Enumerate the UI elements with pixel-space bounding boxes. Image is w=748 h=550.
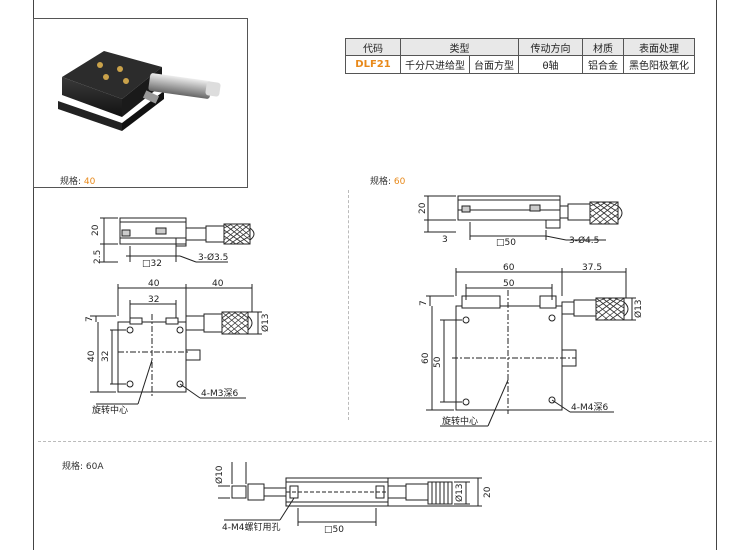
section-divider-vertical (348, 190, 349, 420)
dim-60a-sq50: □50 (324, 525, 344, 535)
dim-60a-hole: 4-M4螺钉用孔 (222, 522, 280, 533)
spec-table-row: DLF21 千分尺进给型 台面方型 θ轴 铝合金 黑色阳极氧化 (345, 55, 695, 74)
dim-40-top-h32: 32 (101, 351, 111, 362)
drawing-60-side-labels: 20 3 □50 3-Ø4.5 (418, 202, 599, 248)
dim-40-top-center: 旋转中心 (92, 404, 128, 416)
drawing-40-side-labels: 20 2.5 □32 3-Ø3.5 (91, 224, 228, 269)
dim-40-top-d13: Ø13 (260, 313, 271, 332)
dim-40-top-w40b: 40 (212, 279, 224, 289)
drawing-60a (218, 462, 482, 526)
dim-60-side-h3: 3 (442, 235, 448, 245)
header-type: 类型 (400, 38, 519, 56)
drawing-60a-labels: Ø10 Ø13 20 □50 4-M4螺钉用孔 (214, 465, 493, 535)
cell-type-a: 千分尺进给型 (400, 55, 470, 74)
drawing-60-side (424, 195, 623, 241)
spec-label-40: 规格: 40 (60, 177, 96, 187)
dim-60a-d13: Ø13 (454, 483, 465, 502)
dim-40-top-h40: 40 (87, 350, 97, 362)
dim-40-top-w40a: 40 (148, 279, 160, 289)
spec-label-60a: 规格: 60A (62, 462, 104, 472)
drawing-40-top (90, 284, 262, 405)
dim-40-side-sq32: □32 (142, 259, 162, 269)
dim-60-top-h7: 7 (419, 300, 429, 306)
dim-60a-d10: Ø10 (214, 465, 225, 484)
drawing-60-top (426, 268, 636, 427)
product-photo-box (33, 18, 248, 188)
dim-60-top-mhole: 4-M4深6 (571, 402, 608, 413)
spec-label-60: 规格: 60 (370, 177, 406, 187)
dim-40-side-hole: 3-Ø3.5 (198, 252, 228, 263)
dim-60-side-hole: 3-Ø4.5 (569, 235, 599, 246)
header-surface: 表面处理 (623, 38, 695, 56)
dim-60-top-w50: 50 (503, 279, 515, 289)
dim-40-top-mhole: 4-M3深6 (201, 388, 238, 399)
dim-40-top-h7: 7 (85, 316, 95, 322)
product-photo (58, 51, 221, 131)
drawing-40-side (100, 217, 255, 263)
dim-60-top-h50: 50 (433, 356, 443, 368)
dim-60-top-d13: Ø13 (633, 299, 644, 318)
dim-60-top-h60: 60 (421, 352, 431, 364)
drawing-40-top-labels: 40 40 32 7 40 32 Ø13 4-M3深6 旋转中心 (85, 279, 271, 416)
dim-60-top-w60: 60 (503, 263, 515, 273)
frame-right-line (716, 0, 717, 550)
dim-60-side-sq50: □50 (496, 238, 516, 248)
frame-left-line (33, 0, 34, 550)
dim-60-top-w37-5: 37.5 (582, 263, 602, 273)
spec-table: 代码 类型 传动方向 材质 表面处理 DLF21 千分尺进给型 台面方型 θ轴 … (345, 38, 695, 74)
header-material: 材质 (582, 38, 624, 56)
dim-40-top-w32: 32 (148, 295, 159, 305)
dim-40-side-h20: 20 (91, 224, 101, 236)
header-code: 代码 (345, 38, 401, 56)
dim-40-side-h2-5: 2.5 (93, 250, 103, 264)
cell-surface: 黑色阳极氧化 (623, 55, 695, 74)
dim-60-top-center: 旋转中心 (442, 415, 478, 427)
drawing-60-top-labels: 60 37.5 50 7 60 50 Ø13 4-M4深6 旋转中心 (419, 263, 644, 427)
dim-60-side-h20: 20 (418, 202, 428, 214)
section-divider-horizontal (38, 441, 712, 442)
spec-table-header-row: 代码 类型 传动方向 材质 表面处理 (345, 38, 695, 56)
dim-60a-h20: 20 (483, 486, 493, 498)
cell-material: 铝合金 (582, 55, 624, 74)
